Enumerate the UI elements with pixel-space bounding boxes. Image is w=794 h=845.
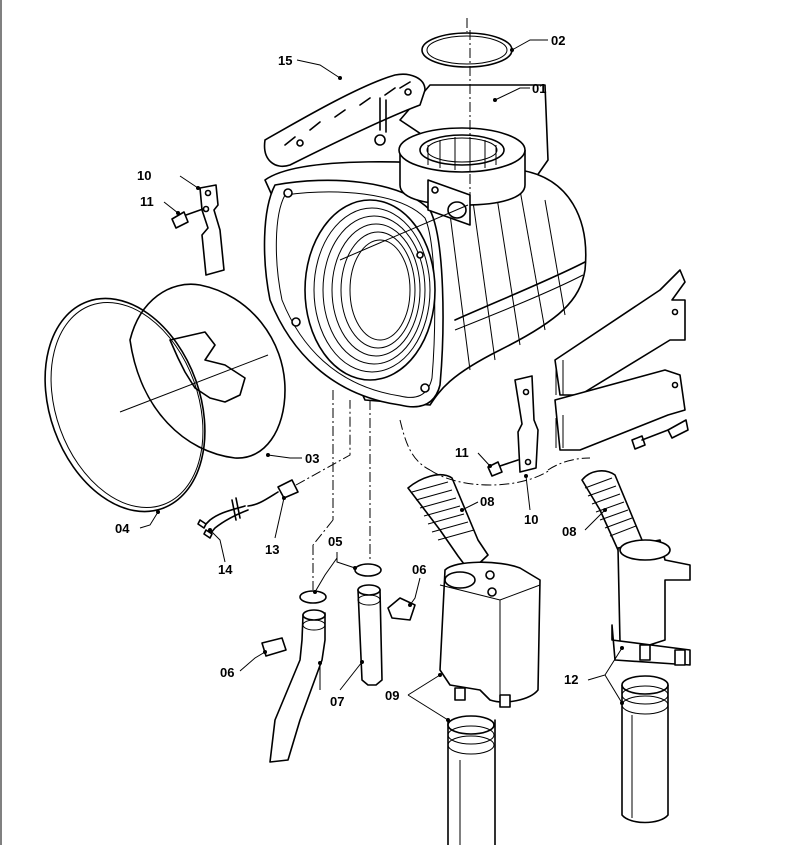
callout-13: 13 bbox=[265, 542, 279, 557]
callout-06-right: 06 bbox=[412, 562, 426, 577]
callout-02: 02 bbox=[551, 33, 565, 48]
callout-08-left: 08 bbox=[480, 494, 494, 509]
seal-ring-part bbox=[44, 297, 206, 513]
left-flex-hose-part bbox=[407, 473, 489, 573]
callout-10-left: 10 bbox=[137, 168, 151, 183]
callout-11-left: 11 bbox=[140, 194, 154, 209]
callout-10-right: 10 bbox=[524, 512, 538, 527]
left-bracket-part bbox=[171, 184, 225, 276]
heat-exchanger-part bbox=[263, 30, 587, 408]
callout-06-left: 06 bbox=[220, 665, 234, 680]
condensate-trap-part bbox=[439, 561, 541, 845]
callout-01: 01 bbox=[532, 81, 546, 96]
right-trap-part bbox=[611, 539, 691, 824]
pipe-assembly-part bbox=[261, 390, 551, 763]
callout-03: 03 bbox=[305, 451, 319, 466]
callout-05: 05 bbox=[328, 534, 342, 549]
callout-08-right: 08 bbox=[562, 524, 576, 539]
callout-15: 15 bbox=[278, 53, 292, 68]
callout-09: 09 bbox=[385, 688, 399, 703]
callout-07: 07 bbox=[330, 694, 344, 709]
leader-lines bbox=[139, 39, 624, 722]
callout-11-right: 11 bbox=[455, 445, 469, 460]
gasket-ring-part bbox=[421, 18, 513, 68]
callout-04: 04 bbox=[115, 521, 130, 536]
callout-14: 14 bbox=[218, 562, 233, 577]
sensor-wiring-part bbox=[197, 400, 351, 539]
insulation-disc-part bbox=[119, 283, 286, 459]
callout-12: 12 bbox=[564, 672, 578, 687]
callout-labels: 02 01 15 10 11 03 04 13 14 05 06 06 07 0… bbox=[115, 33, 578, 709]
